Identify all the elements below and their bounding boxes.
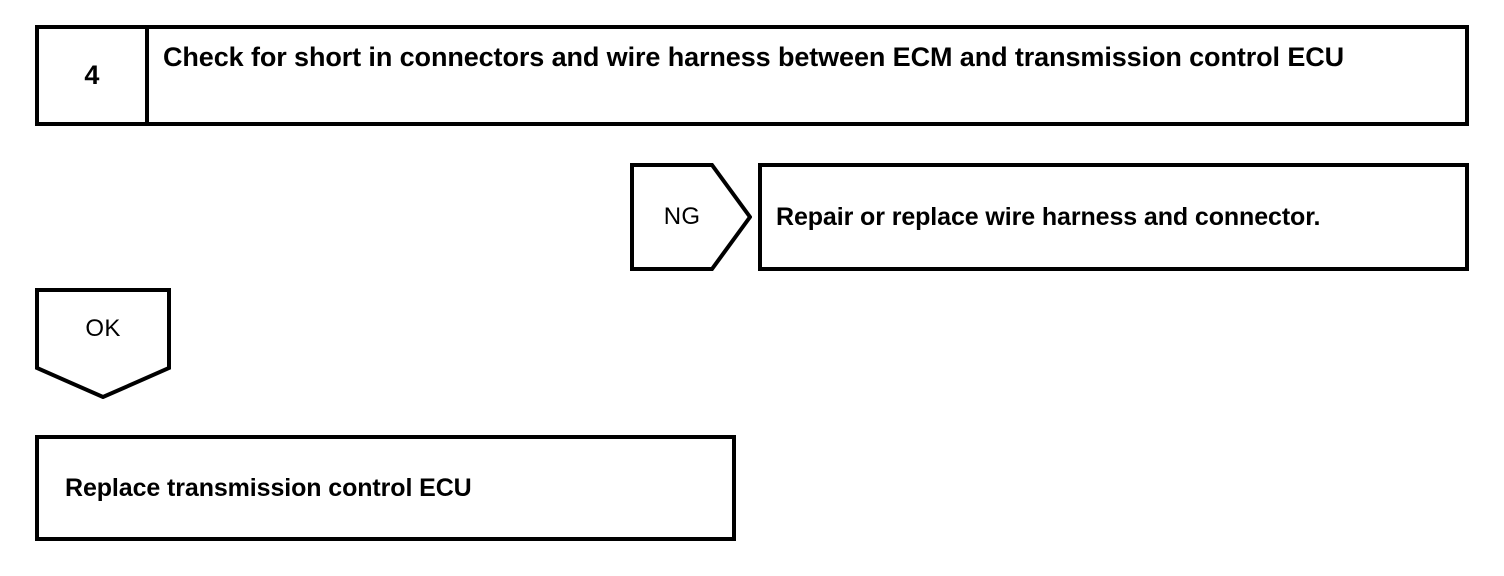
- ng-result-arrow: NG: [630, 163, 752, 271]
- ok-arrow-shape: [35, 288, 171, 399]
- ng-label: NG: [663, 203, 701, 230]
- ok-action-box: Replace transmission control ECU: [35, 435, 736, 541]
- ok-label: OK: [85, 315, 121, 342]
- ng-action-box: Repair or replace wire harness and conne…: [758, 163, 1469, 271]
- ok-result-arrow: OK: [35, 288, 171, 399]
- step-title: Check for short in connectors and wire h…: [163, 42, 1345, 72]
- step-number: 4: [39, 29, 149, 122]
- step-header-box: 4 Check for short in connectors and wire…: [35, 25, 1469, 126]
- ng-arrow-shape: [630, 163, 752, 271]
